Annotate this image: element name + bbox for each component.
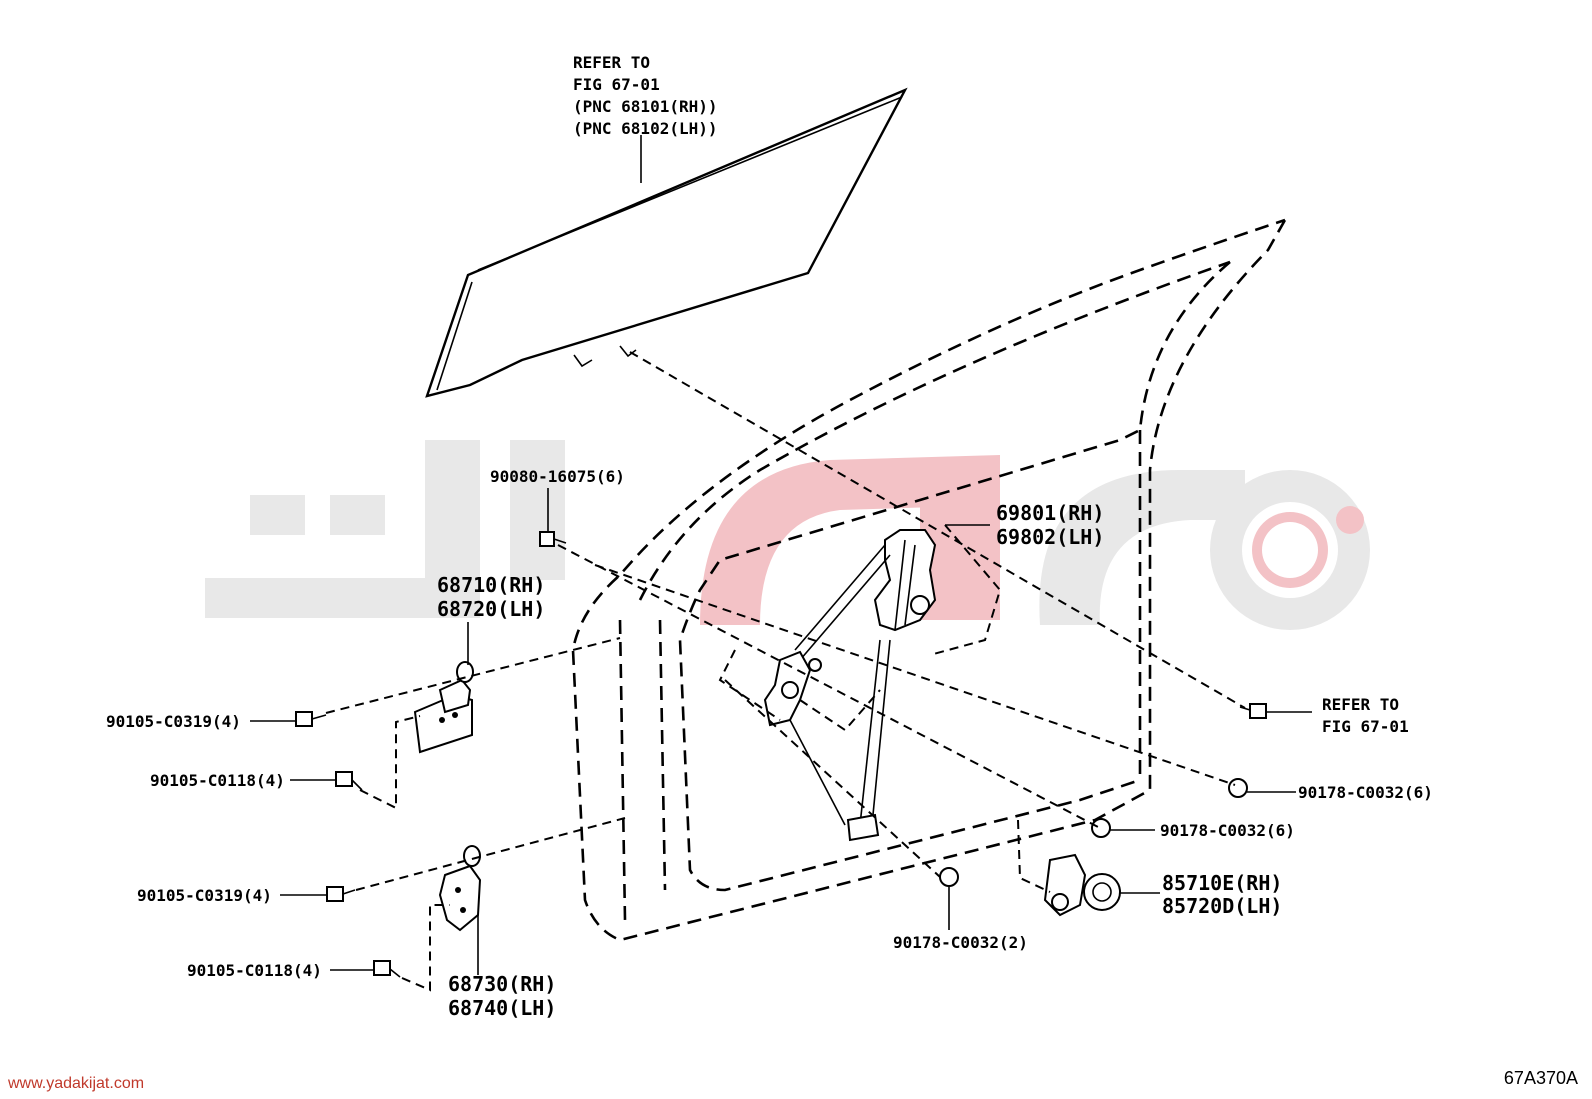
leader-lines — [250, 135, 1312, 975]
bolt-c0118-upper-icon — [335, 771, 363, 791]
label-motor-lh: 85720D(LH) — [1162, 894, 1282, 918]
label-regulator-rh: 69801(RH) — [996, 501, 1104, 525]
label-hinge-lower-lh: 68740(LH) — [448, 996, 556, 1020]
nut-right-icon — [1228, 778, 1248, 798]
label-nut-mid: 90178-C0032(6) — [1160, 821, 1295, 840]
lower-door-hinge — [438, 845, 482, 932]
website-watermark: www.yadakijat.com — [8, 1075, 145, 1092]
label-bolt-c0319-upper: 90105-C0319(4) — [106, 712, 241, 731]
bolt-c0319-lower-icon — [326, 886, 356, 902]
label-nut-right: 90178-C0032(6) — [1298, 783, 1433, 802]
figure-code: 67A370A — [1503, 1068, 1578, 1088]
label-hinge-lower-rh: 68730(RH) — [448, 972, 556, 996]
label-motor-rh: 85710E(RH) — [1162, 871, 1282, 895]
window-refer-line-2: FIG 67-01 — [573, 75, 660, 94]
label-bolt-90080: 90080-16075(6) — [490, 467, 625, 486]
label-hinge-upper-rh: 68710(RH) — [437, 573, 545, 597]
door-panel-outline — [571, 218, 1287, 942]
label-bolt-c0118-upper: 90105-C0118(4) — [150, 771, 285, 790]
bolt-c0118-lower-icon — [373, 960, 401, 978]
bolt-right-icon — [1239, 703, 1267, 719]
right-refer-line-2: FIG 67-01 — [1322, 717, 1409, 736]
bolt-c0319-upper-icon — [295, 711, 327, 727]
label-hinge-upper-lh: 68720(LH) — [437, 597, 545, 621]
window-refer-line-1: REFER TO — [573, 53, 650, 72]
window-refer-line-4: (PNC 68102(LH)) — [573, 119, 718, 138]
part-labels: REFER TO FIG 67-01 (PNC 68101(RH)) (PNC … — [106, 53, 1433, 1020]
nut-mid-icon — [1091, 818, 1111, 838]
bolt-90080-icon — [539, 531, 567, 547]
regulator-motor — [1043, 853, 1121, 917]
nut-bottom-icon — [939, 867, 959, 887]
right-refer-line-1: REFER TO — [1322, 695, 1399, 714]
upper-door-hinge — [413, 661, 474, 754]
label-bolt-c0118-lower: 90105-C0118(4) — [187, 961, 322, 980]
label-nut-bottom: 90178-C0032(2) — [893, 933, 1028, 952]
watermark-logo — [205, 440, 1370, 630]
fasteners — [295, 531, 1267, 978]
door-glass — [425, 87, 908, 398]
alignment-lines — [325, 351, 1246, 992]
window-refer-line-3: (PNC 68101(RH)) — [573, 97, 718, 116]
label-bolt-c0319-lower: 90105-C0319(4) — [137, 886, 272, 905]
label-regulator-lh: 69802(LH) — [996, 525, 1104, 549]
